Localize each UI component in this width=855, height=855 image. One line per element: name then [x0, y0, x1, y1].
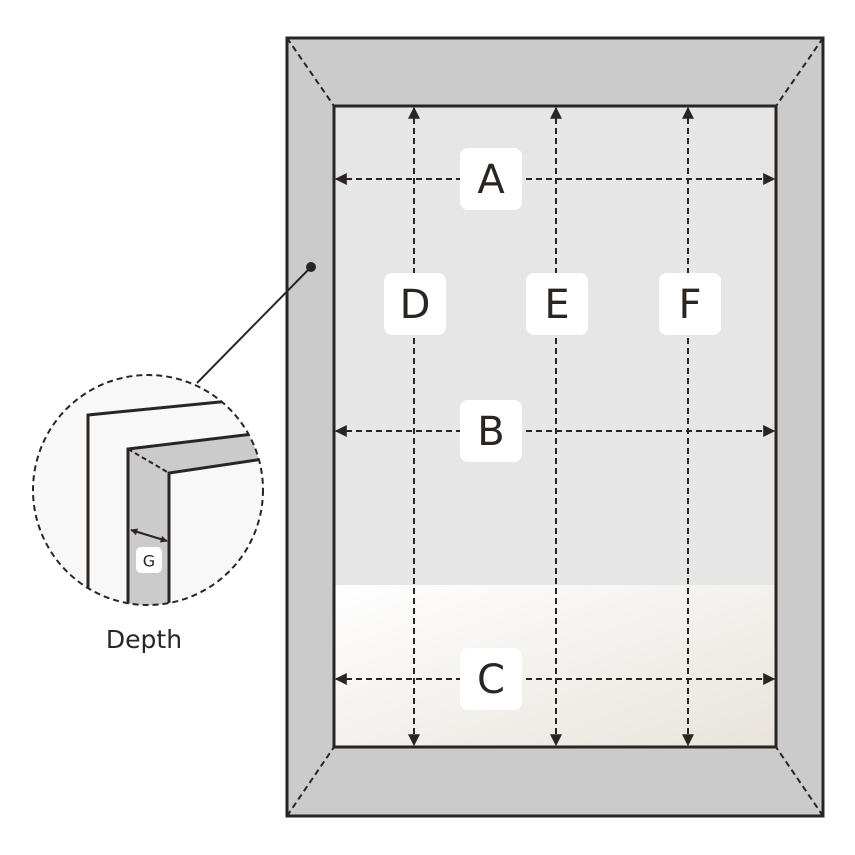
label-g: G: [136, 547, 162, 573]
label-e: E: [526, 273, 588, 335]
label-a-text: A: [477, 157, 505, 203]
label-e-text: E: [544, 282, 569, 328]
label-c-text: C: [477, 657, 505, 703]
label-b: B: [460, 400, 522, 462]
label-g-text: G: [143, 552, 155, 571]
label-b-text: B: [477, 409, 504, 455]
dimension-lines: [334, 106, 776, 747]
frame-corner-miters: [286, 37, 824, 817]
label-f: F: [659, 273, 721, 335]
label-d-text: D: [400, 282, 431, 328]
label-f-text: F: [678, 282, 701, 328]
inset-leader: [196, 262, 316, 384]
label-c: C: [460, 648, 522, 710]
label-d: D: [384, 273, 446, 335]
dimension-line-g: [130, 528, 168, 543]
label-a: A: [460, 148, 522, 210]
depth-inset: G Depth: [32, 374, 264, 654]
inset-caption: Depth: [106, 625, 182, 654]
